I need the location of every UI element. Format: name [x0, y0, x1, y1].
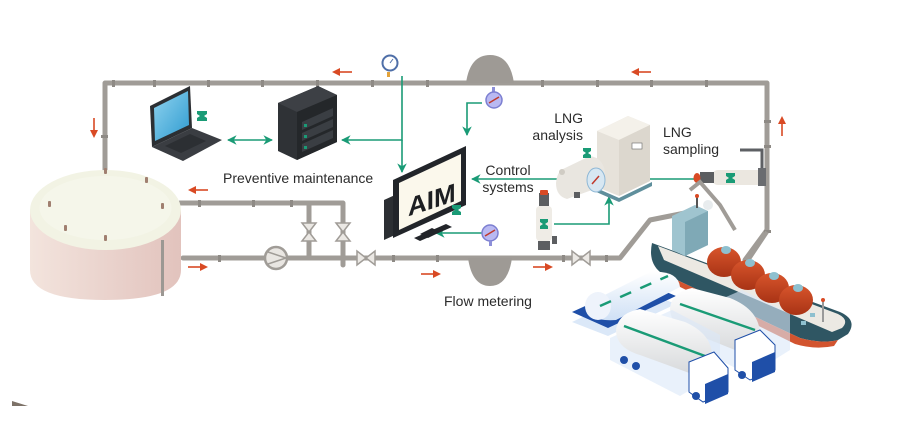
pressure-gauge-icon	[481, 224, 499, 246]
preventive-maintenance-label: Preventive maintenance	[223, 170, 374, 186]
pressure-gauge-icon	[381, 54, 399, 77]
rail-tank-car-icon	[572, 271, 680, 336]
control-systems-label-line2: systems	[482, 179, 534, 195]
flow-arrow-down-icon	[90, 118, 98, 138]
flow-arrow-left-icon	[332, 68, 352, 76]
analyzer-cylinder-icon	[556, 156, 606, 199]
flow-arrow-up-icon	[778, 116, 786, 136]
flow-metering-label: Flow metering	[444, 293, 532, 309]
flow-arrows	[90, 68, 786, 278]
flow-meter-hump-bottom	[468, 258, 512, 286]
tanker-truck-icon	[670, 288, 790, 382]
signal-meter-to-analysis	[554, 196, 614, 225]
lng-sampling-label-line2: sampling	[663, 141, 720, 157]
lng-analysis-label-line1: LNG	[554, 110, 583, 126]
pressure-gauge-icon	[485, 87, 503, 109]
lng-carrier-ship-icon	[651, 179, 852, 348]
tank-outlet-pipe	[180, 209, 693, 261]
flow-arrow-right-icon	[421, 270, 441, 278]
flow-meter-hump-top	[466, 55, 514, 83]
sensor-badge-icon	[197, 111, 207, 121]
storage-tank	[30, 168, 181, 300]
sensor-badge-icon	[583, 148, 591, 158]
lng-analysis-label: LNG analysis	[525, 110, 583, 144]
control-systems-label-line1: Control	[485, 162, 531, 178]
tanker-truck-icon	[610, 309, 729, 404]
flow-arrow-left-icon	[631, 68, 651, 76]
sensor-badge-icon	[452, 205, 461, 215]
analyzer-cabinet-icon	[594, 116, 652, 202]
lng-sampling-label-line1: LNG	[663, 124, 692, 140]
lng-analysis-label-line2: analysis	[532, 127, 583, 143]
flow-arrow-right-icon	[533, 263, 553, 271]
corner-marker	[12, 401, 28, 406]
server-rack-icon	[278, 86, 337, 160]
control-systems-label: Control systems	[480, 162, 536, 196]
aim-monitor-icon	[384, 146, 466, 241]
laptop-icon	[150, 86, 222, 161]
signal-flowgauge-to-monitor	[462, 102, 482, 136]
valve-icon	[300, 222, 591, 267]
lng-sampling-label: LNG sampling	[663, 124, 719, 158]
flow-arrow-left-icon	[188, 186, 208, 194]
flow-arrow-right-icon	[188, 263, 208, 271]
pump-icon	[263, 245, 289, 271]
sensor-badge-icon	[726, 173, 735, 183]
pipe-joints	[101, 80, 771, 262]
tank-inlet-pipe	[177, 200, 346, 268]
sampling-probe-icon	[693, 148, 766, 186]
sensor-badge-icon	[540, 219, 548, 229]
